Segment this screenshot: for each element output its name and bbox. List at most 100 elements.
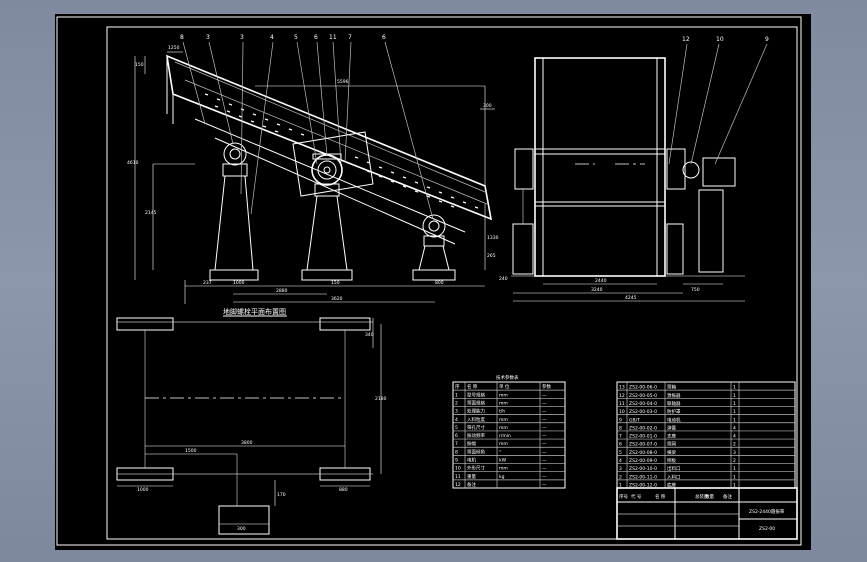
spec-header-cell: 名 称	[467, 383, 478, 390]
sheet-inner-border	[106, 26, 798, 540]
bom-cell: 12	[619, 393, 625, 399]
part-numbers-side: 12 10 9	[682, 36, 769, 43]
plan-title: 地脚螺栓平面布置图	[223, 307, 286, 316]
bom-cell: 11	[619, 401, 625, 407]
bom-footer-cell: 代 号	[631, 493, 642, 500]
side-plate	[292, 131, 374, 197]
title-drawing-name: 总装图	[695, 493, 709, 500]
svg-text:340: 340	[365, 332, 374, 338]
spec-cell: 3	[455, 409, 458, 415]
bom-cell: 13	[619, 385, 625, 391]
spec-cell: 外形尺寸	[467, 465, 485, 472]
bom-footer: 序号代 号名 称数量备注	[619, 493, 732, 500]
bom-cell: 1	[733, 385, 736, 391]
spec-cell: r/min	[499, 433, 511, 439]
bom-cell: 1	[733, 417, 736, 423]
spec-cell: °	[499, 449, 501, 455]
svg-text:880: 880	[339, 487, 348, 493]
spec-cell: —	[542, 459, 547, 464]
spec-cell: 4	[455, 417, 458, 423]
svg-text:300: 300	[237, 526, 246, 532]
spec-cell: 型号规格	[467, 391, 485, 398]
bom-cell: 4	[733, 434, 736, 440]
svg-text:3620: 3620	[331, 296, 343, 302]
bom-cell: ZS2-00-04-0	[629, 401, 657, 407]
bom-cell: 联轴器	[667, 400, 681, 407]
spec-cell: —	[542, 442, 547, 447]
bom-cell: 2	[619, 474, 622, 480]
bom-cell: 2	[733, 458, 736, 464]
cad-drawing: 8 3 3 4 5 6 11 7 6 1250 150 5596 300 461…	[56, 16, 802, 546]
spec-cell: 重量	[467, 473, 476, 480]
front-dimensions: 1250 150 5596 300 4610 2145 1330 265 237…	[127, 45, 499, 304]
bom-cell: 8	[619, 425, 622, 431]
spec-cell: 7	[455, 441, 458, 447]
coupling	[682, 161, 700, 179]
svg-text:4: 4	[270, 34, 274, 41]
spec-cell: —	[542, 418, 547, 423]
svg-text:2440: 2440	[595, 278, 607, 284]
motor-base	[698, 189, 724, 273]
spec-cell: —	[542, 410, 547, 415]
svg-text:3: 3	[240, 34, 244, 41]
svg-text:8: 8	[180, 34, 184, 41]
svg-text:6: 6	[314, 34, 318, 41]
bom-cell: 3	[733, 450, 736, 456]
part-numbers-front: 8 3 3 4 5 6 11 7 6	[180, 34, 386, 41]
lower-deck-line	[184, 79, 488, 205]
bom-cell: 3	[619, 466, 622, 472]
side-left-upper	[514, 148, 534, 190]
svg-text:237: 237	[203, 280, 212, 286]
bom-cell: ZS2-00-06-0	[629, 385, 657, 391]
bom-cell: 10	[619, 409, 625, 415]
bom-cell: 7	[619, 434, 622, 440]
spec-cell: kW	[499, 458, 507, 464]
side-right-upper	[666, 148, 686, 190]
bom-cell: 防护罩	[667, 408, 681, 415]
bom-cell: 1	[619, 483, 622, 489]
svg-text:3: 3	[206, 34, 210, 41]
screen-box-outline	[165, 54, 493, 221]
svg-text:800: 800	[435, 280, 444, 286]
front-view: 8 3 3 4 5 6 11 7 6 1250 150 5596 300 461…	[127, 34, 499, 304]
svg-text:150: 150	[135, 62, 144, 68]
bom-cell: 1	[733, 401, 736, 407]
spec-cell: 入料粒度	[467, 416, 485, 423]
spec-cell: 2	[455, 400, 458, 406]
spec-cell: 12	[455, 482, 461, 488]
spec-table-title: 技术参数表	[496, 374, 519, 381]
spec-cell: 5	[455, 425, 458, 431]
bom-cell: 1	[733, 409, 736, 415]
spec-cell: —	[542, 393, 547, 398]
svg-text:3800: 3800	[241, 440, 253, 446]
spec-cell: 8	[455, 449, 458, 455]
spec-cell: 11	[455, 474, 461, 480]
bom-cell: 4	[733, 425, 736, 431]
svg-text:6: 6	[382, 34, 386, 41]
bom-cell: 弹簧	[667, 424, 676, 431]
spec-cell: t/h	[499, 409, 505, 415]
plan-foot-tr	[319, 317, 371, 331]
bom-cell: ZS2-00-02-0	[629, 425, 657, 431]
spec-cell: 6	[455, 433, 458, 439]
bom-cell: ZS2-00-11-0	[629, 474, 657, 480]
bom-footer-cell: 备注	[723, 493, 732, 500]
svg-text:4610: 4610	[127, 160, 139, 166]
bom-cell: 1	[733, 466, 736, 472]
bom-cell: ZS2-00-09-0	[629, 458, 657, 464]
spec-header-cell: 参数	[542, 383, 551, 390]
cad-drawing-viewport[interactable]: 8 3 3 4 5 6 11 7 6 1250 150 5596 300 461…	[55, 14, 811, 550]
spec-cell: mm	[499, 393, 508, 398]
svg-text:5596: 5596	[337, 79, 349, 85]
plan-foot-tl	[116, 317, 174, 331]
bom-cell: 激振器	[667, 392, 681, 399]
svg-text:1000: 1000	[137, 487, 149, 493]
bom-cell: ZS2-00-01-0	[629, 434, 657, 440]
screen-box-side	[534, 57, 666, 277]
plan-motor-base	[218, 505, 270, 535]
bom-cell: 2	[733, 442, 736, 448]
bom-cell: 筛网	[667, 441, 676, 448]
